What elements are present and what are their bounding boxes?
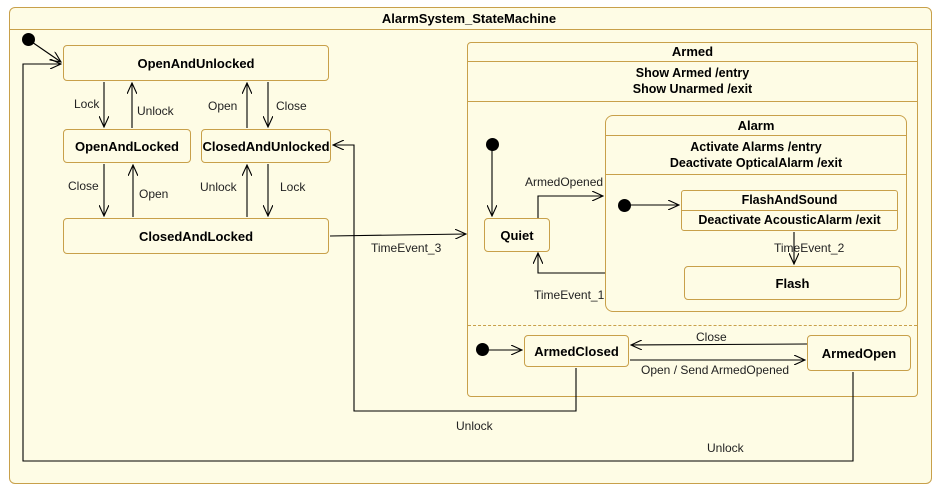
edge-unlock-armed-closed (333, 145, 577, 412)
state-alarm-title: Alarm (737, 118, 775, 133)
alarm-entry-action: Activate Alarms /entry (690, 140, 822, 154)
state-armed-title: Armed (671, 44, 714, 59)
label-close-2: Close (68, 179, 99, 193)
edge-time-event-3 (329, 234, 466, 236)
label-lock-1: Lock (74, 97, 100, 111)
state-open-and-unlocked[interactable]: OpenAndUnlocked (63, 45, 329, 81)
edge-initial-root (28, 39, 61, 62)
state-flash-label: Flash (775, 276, 810, 291)
state-open-and-locked[interactable]: OpenAndLocked (63, 129, 191, 163)
label-lock-2: Lock (280, 180, 306, 194)
edge-close-armed (631, 344, 808, 345)
state-quiet-label: Quiet (500, 228, 534, 243)
label-open-2: Open (139, 187, 169, 201)
label-close-1: Close (276, 99, 307, 113)
state-closed-and-locked[interactable]: ClosedAndLocked (63, 218, 329, 254)
state-armed-open[interactable]: ArmedOpen (807, 335, 911, 371)
initial-pseudostate-root (22, 33, 35, 46)
edge-armed-opened (537, 196, 603, 218)
label-time-event-1: TimeEvent_1 (534, 288, 605, 302)
state-armed-open-label: ArmedOpen (821, 346, 897, 361)
edge-time-event-1 (538, 253, 605, 274)
armed-entry-action: Show Armed /entry (635, 66, 750, 80)
state-quiet[interactable]: Quiet (484, 218, 550, 252)
label-open-send: Open / Send ArmedOpened (641, 363, 790, 377)
title-divider (10, 29, 931, 30)
alarm-divider-2 (606, 174, 906, 175)
state-open-and-unlocked-label: OpenAndUnlocked (137, 56, 255, 71)
armed-divider-2 (468, 101, 917, 102)
state-closed-and-unlocked[interactable]: ClosedAndUnlocked (201, 129, 331, 163)
state-armed-closed[interactable]: ArmedClosed (524, 335, 629, 367)
label-close-armed: Close (696, 330, 727, 344)
label-unlock-armed-closed: Unlock (456, 419, 493, 433)
flash-and-sound-exit-action: Deactivate AcousticAlarm /exit (698, 213, 881, 227)
state-closed-and-locked-label: ClosedAndLocked (138, 229, 254, 244)
state-machine-title: AlarmSystem_StateMachine (381, 11, 557, 26)
initial-pseudostate-armed-region (476, 343, 489, 356)
label-unlock-2: Unlock (200, 180, 237, 194)
label-open-1: Open (208, 99, 238, 113)
state-flash[interactable]: Flash (684, 266, 901, 300)
armed-exit-action: Show Unarmed /exit (632, 82, 753, 96)
alarm-divider-1 (606, 135, 906, 136)
label-unlock-armed-open: Unlock (707, 441, 744, 455)
label-time-event-3: TimeEvent_3 (371, 241, 442, 255)
flash-and-sound-divider (682, 210, 897, 211)
state-flash-and-sound-title: FlashAndSound (741, 193, 838, 207)
state-closed-and-unlocked-label: ClosedAndUnlocked (202, 139, 330, 154)
edge-unlock-armed-open (22, 64, 854, 462)
state-armed-closed-label: ArmedClosed (534, 344, 619, 359)
label-time-event-2: TimeEvent_2 (774, 241, 845, 255)
armed-divider-1 (468, 61, 917, 62)
initial-pseudostate-alarm (618, 199, 631, 212)
initial-pseudostate-armed (486, 138, 499, 151)
armed-region-separator (468, 325, 917, 326)
label-unlock-1: Unlock (137, 104, 174, 118)
alarm-exit-action: Deactivate OpticalAlarm /exit (669, 156, 843, 170)
label-armed-opened: ArmedOpened (525, 175, 604, 189)
state-open-and-locked-label: OpenAndLocked (74, 139, 179, 154)
